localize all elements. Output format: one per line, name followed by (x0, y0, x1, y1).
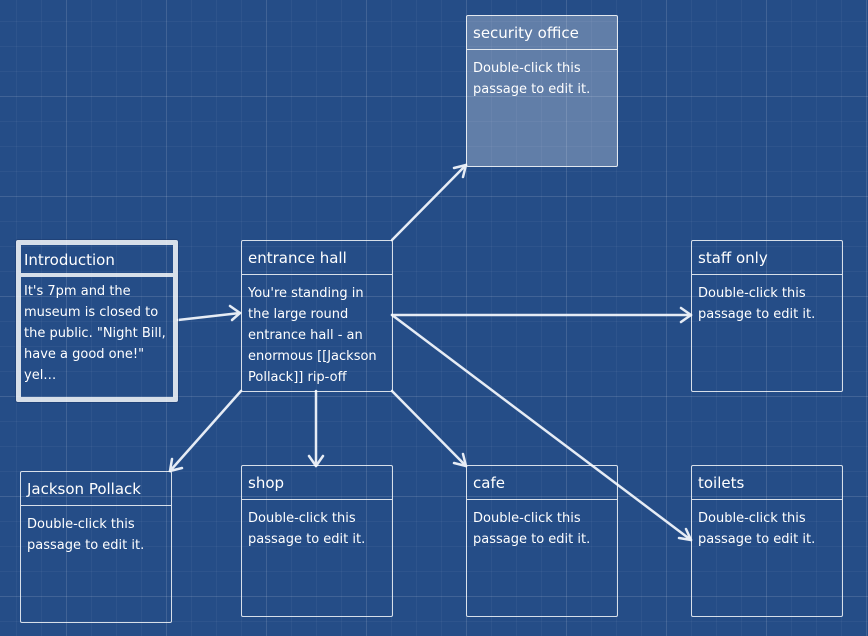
passage-introduction[interactable]: Introduction It's 7pm and the museum is … (16, 240, 178, 402)
passage-title: toilets (692, 466, 842, 500)
passage-title: Jackson Pollack (21, 472, 171, 506)
passage-excerpt: Double-click this passage to edit it. (698, 286, 816, 322)
passage-toilets[interactable]: toilets Double-click this passage to edi… (691, 465, 843, 617)
passage-entrance-hall[interactable]: entrance hall You're standing in the lar… (241, 240, 393, 392)
passage-excerpt: You're standing in the large round entra… (248, 286, 377, 385)
passage-excerpt: It's 7pm and the museum is closed to the… (24, 284, 166, 383)
passage-excerpt: Double-click this passage to edit it. (473, 61, 591, 97)
passage-excerpt: Double-click this passage to edit it. (27, 517, 145, 553)
passage-title: staff only (692, 241, 842, 275)
passage-security-office[interactable]: security office Double-click this passag… (466, 15, 618, 167)
passage-cafe[interactable]: cafe Double-click this passage to edit i… (466, 465, 618, 617)
passage-jackson-pollack[interactable]: Jackson Pollack Double-click this passag… (20, 471, 172, 623)
passage-title: entrance hall (242, 241, 392, 275)
passage-excerpt: Double-click this passage to edit it. (698, 511, 816, 547)
passage-shop[interactable]: shop Double-click this passage to edit i… (241, 465, 393, 617)
passage-title: Introduction (21, 245, 173, 277)
passage-title: cafe (467, 466, 617, 500)
passage-excerpt: Double-click this passage to edit it. (248, 511, 366, 547)
passage-excerpt: Double-click this passage to edit it. (473, 511, 591, 547)
passage-title: security office (467, 16, 617, 50)
passage-title: shop (242, 466, 392, 500)
passage-staff-only[interactable]: staff only Double-click this passage to … (691, 240, 843, 392)
